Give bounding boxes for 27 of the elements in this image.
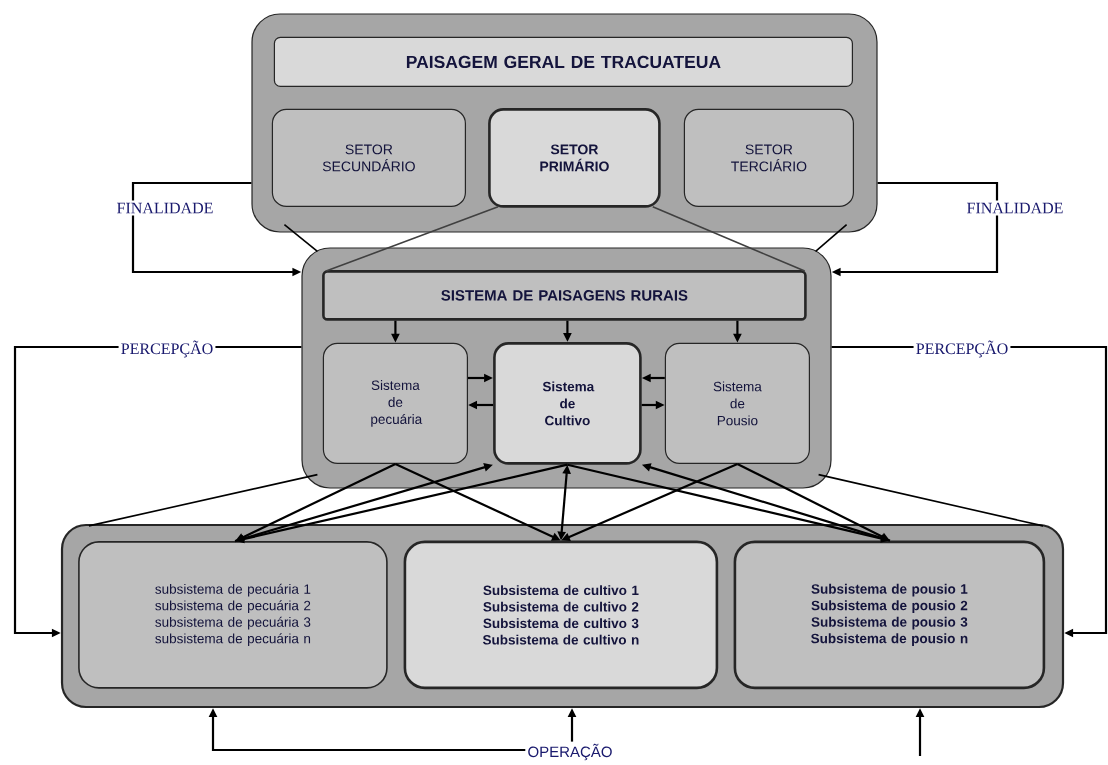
flow-label: OPERAÇÃO	[528, 743, 612, 761]
system-box: Sistema de Pousio	[664, 342, 810, 464]
connector-line	[283, 223, 319, 253]
connector-line	[651, 205, 806, 272]
sector-box: SETOR SECUNDÁRIO	[271, 108, 466, 207]
connector-line	[325, 205, 499, 272]
connector-line	[877, 181, 999, 201]
flow-label: FINALIDADE	[967, 202, 1063, 214]
sector-box: SETOR PRIMÁRIO	[488, 108, 661, 208]
flow-label: PERCEPÇÃO	[916, 340, 1008, 358]
title-box: PAISAGEM GERAL DE TRACUATEUA	[273, 36, 853, 87]
subsystem-box: subsistema de pecuária 1 subsistema de pecuária 2 subsistema de pecuária 3 subsistema de pecuária n	[78, 541, 388, 689]
connector-line	[814, 223, 848, 253]
connector-line	[215, 345, 302, 349]
arrow	[1010, 345, 1108, 638]
subsystem-box: Subsistema de pousio 1 Subsistema de pousio 2 Subsistema de pousio 3 Subsistema de pousio n	[733, 540, 1046, 690]
sector-box: SETOR TERCIÁRIO	[683, 108, 854, 207]
system-box: SISTEMA DE PAISAGENS RURAIS	[322, 270, 807, 321]
connector-line	[817, 473, 1044, 527]
flow-label: FINALIDADE	[117, 202, 213, 214]
connector-line	[831, 345, 914, 349]
system-box: Sistema de pecuária	[322, 342, 468, 464]
system-box: Sistema de Cultivo	[493, 342, 642, 465]
subsystem-box: Subsistema de cultivo 1 Subsistema de cultivo 2 Subsistema de cultivo 3 Subsistema de cultivo n	[403, 540, 719, 690]
flow-label: PERCEPÇÃO	[121, 340, 213, 358]
connector-line	[88, 473, 319, 527]
connector-line	[131, 181, 252, 201]
